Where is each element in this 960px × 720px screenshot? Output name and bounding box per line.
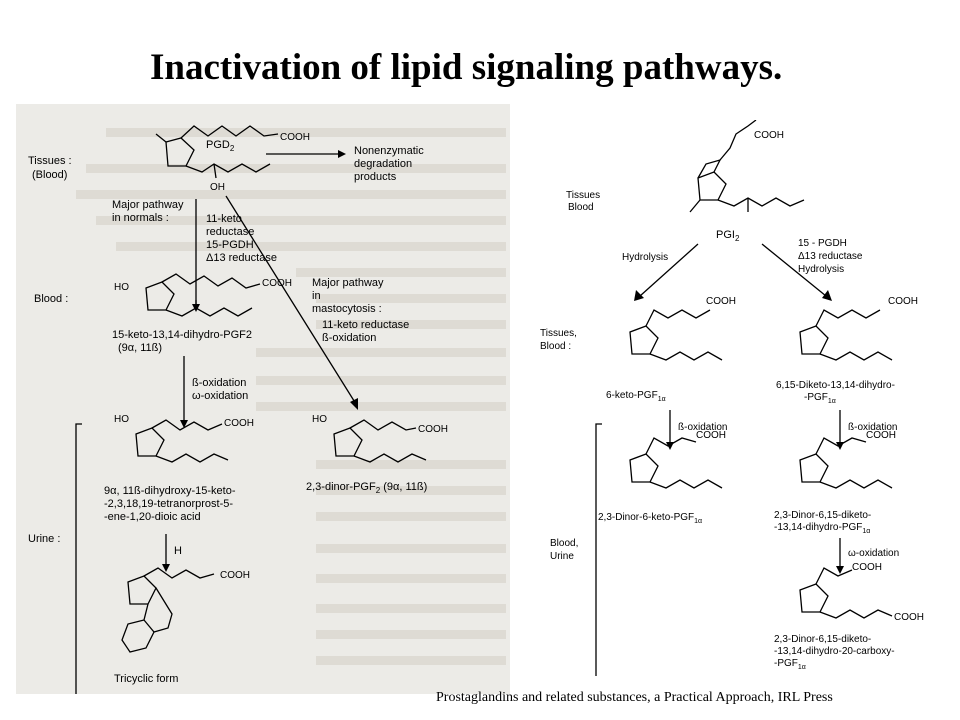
urine-label: Urine : bbox=[28, 533, 60, 545]
omega-oxidation-label: ω-oxidation bbox=[848, 548, 899, 559]
tissues-blood-label: Tissues bbox=[566, 190, 600, 201]
omega-oxidation-label: ω-oxidation bbox=[192, 390, 248, 402]
cooh-label: COOH bbox=[706, 296, 736, 307]
enzyme-label: 15 - PGDH bbox=[798, 238, 847, 249]
dinor-pgf2-structure bbox=[333, 419, 427, 463]
major-pathway-normals-label: in normals : bbox=[112, 212, 169, 224]
pgi2-metabolism-figure: Tissues Blood COOH PGI2 Hydrolysis 15 - … bbox=[530, 120, 940, 680]
dinor-6-keto-structure bbox=[629, 437, 723, 489]
keto-dihydro-pgf2-structure bbox=[145, 273, 261, 317]
cooh-label: COOH bbox=[696, 430, 726, 441]
cooh-label: COOH bbox=[852, 562, 882, 573]
enzyme-label: Δ13 reductase bbox=[798, 251, 863, 262]
6-15-diketo-structure bbox=[799, 309, 893, 361]
product-label: 6-keto-PGF1α bbox=[606, 390, 666, 403]
pgi2-label: PGI2 bbox=[716, 229, 740, 243]
cooh-label: COOH bbox=[262, 278, 292, 289]
product-label: 15-keto-13,14-dihydro-PGF2 bbox=[112, 329, 252, 341]
product-label: -PGF1α bbox=[774, 658, 806, 671]
enzyme-label: Hydrolysis bbox=[798, 264, 844, 275]
ho-label: HO bbox=[114, 414, 129, 425]
dinor-6-15-diketo-structure bbox=[799, 437, 893, 489]
product-label: 2,3-Dinor-6,15-diketo- bbox=[774, 634, 871, 645]
pgd2-label: PGD2 bbox=[206, 139, 235, 153]
product-label: -13,14-dihydro-PGF1α bbox=[774, 522, 870, 535]
beta-oxidation-label: ß-oxidation bbox=[678, 422, 727, 433]
major-pathway-normals-label: Major pathway bbox=[112, 199, 184, 211]
urinary-metabolite-label: -2,3,18,19-tetranorprost-5- bbox=[104, 498, 233, 510]
blood-urine-label: Urine bbox=[550, 551, 574, 562]
cooh-label: COOH bbox=[224, 418, 254, 429]
background-text-bleed bbox=[76, 128, 506, 665]
product-label: 2,3-Dinor-6,15-diketo- bbox=[774, 510, 871, 521]
ho-label: HO bbox=[312, 414, 327, 425]
product-label: 2,3-Dinor-6-keto-PGF1α bbox=[598, 512, 702, 525]
pgd2-scheme: PGD2 Tissues : (Blood) COOH OH Nonenzyma… bbox=[28, 125, 506, 694]
product-label: 6,15-Diketo-13,14-dihydro- bbox=[776, 380, 895, 391]
cooh-label: COOH bbox=[888, 296, 918, 307]
arrow-diagonal bbox=[225, 195, 357, 405]
beta-oxidation-label: ß-oxidation bbox=[848, 422, 897, 433]
pgi2-scheme: Tissues Blood COOH PGI2 Hydrolysis 15 - … bbox=[540, 120, 924, 676]
citation-text: Prostaglandins and related substances, a… bbox=[436, 690, 833, 705]
enzyme-label: Δ13 reductase bbox=[206, 252, 277, 264]
blood-paren-label: (Blood) bbox=[32, 169, 67, 181]
cooh-label: COOH bbox=[894, 612, 924, 623]
nonenzymatic-label: degradation bbox=[354, 158, 412, 170]
tetranor-metabolite-structure bbox=[135, 419, 229, 463]
dinor-pgf2-label: 2,3-dinor-PGF2 (9α, 11ß) bbox=[306, 481, 427, 495]
arrow-15pgdh bbox=[761, 243, 827, 297]
hydrolysis-label: Hydrolysis bbox=[622, 252, 668, 263]
nonenzymatic-label: products bbox=[354, 171, 397, 183]
tissues-blood-label: Blood bbox=[568, 202, 594, 213]
beta-oxidation-label: ß-oxidation bbox=[192, 377, 246, 389]
cooh-label: COOH bbox=[866, 430, 896, 441]
proton-label: H bbox=[174, 545, 182, 557]
6-keto-pgf1a-structure bbox=[629, 309, 723, 361]
nonenzymatic-label: Nonenzymatic bbox=[354, 145, 424, 157]
tissues-blood-stage-label: Blood : bbox=[540, 341, 571, 352]
blood-urine-label: Blood, bbox=[550, 538, 578, 549]
enzyme-label: 15-PGDH bbox=[206, 239, 254, 251]
major-pathway-mastocytosis-label: Major pathway bbox=[312, 277, 384, 289]
tissues-blood-stage-label: Tissues, bbox=[540, 328, 577, 339]
major-pathway-mastocytosis-label: mastocytosis : bbox=[312, 303, 382, 315]
slide-title: Inactivation of lipid signaling pathways… bbox=[150, 47, 783, 88]
mastocytosis-enzyme-label: ß-oxidation bbox=[322, 332, 376, 344]
urine-bracket bbox=[75, 423, 82, 694]
ho-label: HO bbox=[114, 282, 129, 293]
enzyme-label: 11-keto bbox=[206, 213, 242, 225]
tricyclic-structure bbox=[121, 567, 215, 653]
major-pathway-mastocytosis-label: in bbox=[312, 290, 321, 302]
tissues-label: Tissues : bbox=[28, 155, 72, 167]
pgi2-structure bbox=[689, 120, 805, 213]
blood-label: Blood : bbox=[34, 293, 68, 305]
pgd2-structure bbox=[155, 125, 279, 179]
blood-urine-bracket bbox=[595, 423, 602, 676]
cooh-label: COOH bbox=[220, 570, 250, 581]
urinary-metabolite-label: 9α, 11ß-dihydroxy-15-keto- bbox=[104, 485, 236, 497]
dinor-20-carboxy-structure bbox=[799, 567, 893, 619]
cooh-label: COOH bbox=[754, 130, 784, 141]
oh-label: OH bbox=[210, 182, 225, 193]
pgd2-metabolism-figure: PGD2 Tissues : (Blood) COOH OH Nonenzyma… bbox=[16, 104, 510, 694]
cooh-label: COOH bbox=[280, 132, 310, 143]
cooh-label: COOH bbox=[418, 424, 448, 435]
enzyme-label: reductase bbox=[206, 226, 254, 238]
tricyclic-form-label: Tricyclic form bbox=[114, 673, 178, 685]
urinary-metabolite-label: -ene-1,20-dioic acid bbox=[104, 511, 201, 523]
product-label: -PGF1α bbox=[804, 392, 836, 405]
mastocytosis-enzyme-label: 11-keto reductase bbox=[322, 319, 409, 331]
product-label: (9α, 11ß) bbox=[118, 342, 162, 354]
arrow-hydrolysis bbox=[639, 243, 699, 297]
product-label: -13,14-dihydro-20-carboxy- bbox=[774, 646, 895, 657]
